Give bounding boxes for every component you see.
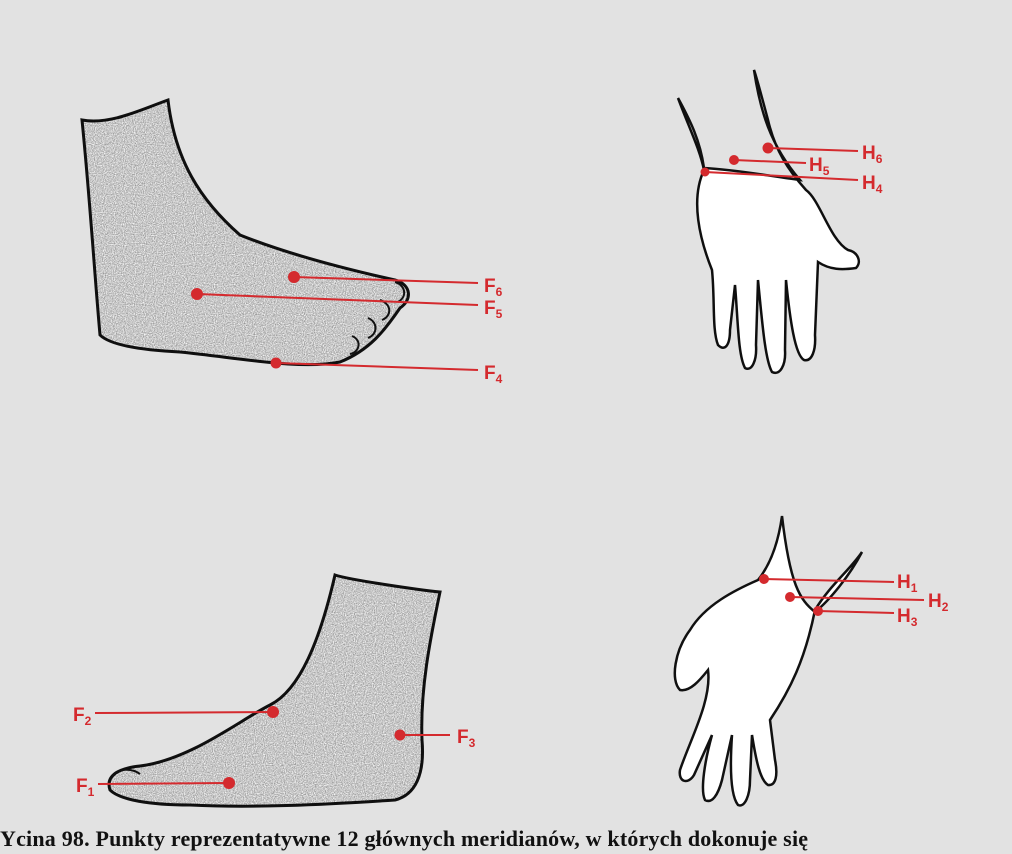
point-f4	[270, 357, 282, 369]
point-f3	[394, 729, 406, 741]
hand-back-illustration	[676, 69, 860, 375]
label-f4: F4	[484, 363, 503, 386]
leader-h3	[817, 610, 895, 614]
leader-f4	[275, 362, 479, 371]
leader-h1	[763, 578, 895, 583]
leader-h5	[733, 159, 807, 164]
label-h3: H3	[897, 606, 918, 629]
label-f3: F3	[457, 727, 476, 750]
label-h2: H2	[928, 591, 949, 614]
leader-f6	[293, 276, 479, 284]
hand-palm-illustration	[673, 515, 864, 807]
leader-h4	[704, 171, 859, 181]
point-f1	[223, 777, 235, 789]
leader-f5	[196, 293, 479, 306]
figure-caption: Ycina 98. Punkty reprezentatywne 12 głów…	[0, 826, 809, 851]
leader-f1	[97, 782, 230, 785]
point-h5	[729, 155, 739, 165]
leader-f2	[94, 711, 274, 714]
label-h5: H5	[809, 155, 830, 178]
point-h3	[813, 606, 823, 616]
point-f5	[191, 288, 203, 300]
point-h1	[759, 574, 769, 584]
point-f6	[288, 271, 300, 283]
label-f2: F2	[73, 705, 92, 728]
leader-h6	[767, 147, 859, 152]
label-f5: F5	[484, 298, 503, 321]
foot-medial-illustration	[107, 573, 442, 808]
label-f6: F6	[484, 276, 503, 299]
label-h1: H1	[897, 572, 918, 595]
point-h6	[762, 142, 774, 154]
label-h6: H6	[862, 143, 883, 166]
marker-layer	[94, 142, 925, 789]
point-f2	[267, 706, 279, 718]
label-h4: H4	[862, 173, 883, 196]
point-h4	[700, 167, 710, 177]
leader-h2	[789, 596, 925, 601]
label-f1: F1	[76, 776, 95, 799]
label-layer: F6 F5 F4 F2 F3 F1 H6 H5 H4 H1 H2 H3	[73, 143, 949, 799]
point-h2	[785, 592, 795, 602]
foot-side-illustration	[80, 97, 410, 367]
